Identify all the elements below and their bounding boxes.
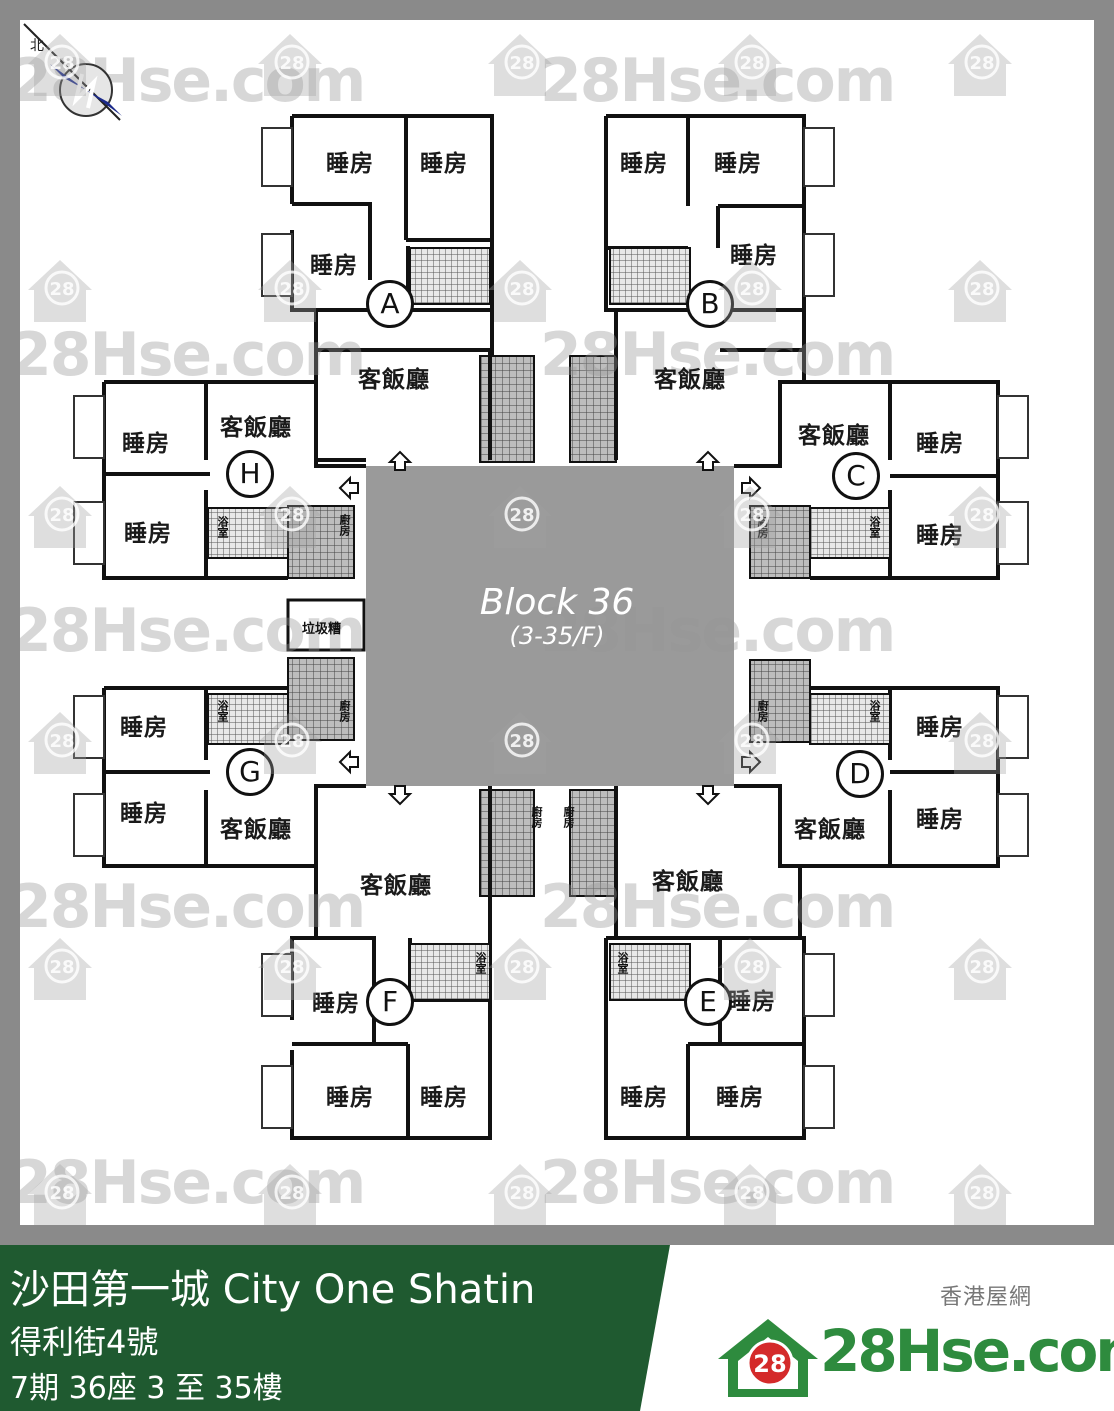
room-label-bedroom: 睡房 xyxy=(326,151,374,177)
unit-badge-h: H xyxy=(226,450,274,498)
room-label-bedroom: 睡房 xyxy=(916,715,964,741)
north-compass-icon: 北 xyxy=(23,23,122,121)
room-label-bedroom: 睡房 xyxy=(310,253,358,279)
floor-plan-frame: 28Hse.com 28Hse.com 28Hse.com 28Hse.com … xyxy=(20,20,1094,1225)
refuse-chute-label: 垃圾糟 xyxy=(302,622,342,637)
brand-chinese-name: 香港屋網 xyxy=(940,1285,1033,1310)
unit-f-outline xyxy=(290,786,492,1140)
room-label-bedroom: 睡房 xyxy=(122,431,170,457)
footer: 沙田第一城 City One Shatin 得利街4號 7期 36座 3 至 3… xyxy=(0,1245,1114,1411)
brand-name: 28Hse.com xyxy=(820,1317,1114,1385)
room-label-bedroom: 睡房 xyxy=(120,715,168,741)
room-label-bedroom: 睡房 xyxy=(326,1085,374,1111)
house-logo-icon: 28 xyxy=(718,1319,818,1397)
room-label-kitchen: 廚房 xyxy=(338,514,351,536)
property-address: 得利街4號 xyxy=(10,1323,159,1361)
room-label-living-dining: 客飯廳 xyxy=(220,415,292,441)
unit-badge-f: F xyxy=(366,978,414,1026)
room-label-living-dining: 客飯廳 xyxy=(794,817,866,843)
room-label-kitchen: 廚房 xyxy=(562,806,575,828)
unit-h-outline xyxy=(102,380,366,580)
room-label-bedroom: 睡房 xyxy=(714,151,762,177)
brand-badge-text: 28 xyxy=(753,1350,786,1378)
room-label-kitchen: 廚房 xyxy=(756,700,769,722)
room-label-living-dining: 客飯廳 xyxy=(654,367,726,393)
room-label-bathroom: 浴室 xyxy=(868,700,881,722)
room-label-bedroom: 睡房 xyxy=(312,991,360,1017)
block-floors: (3-35/F) xyxy=(509,622,605,650)
unit-badge-d: D xyxy=(836,750,884,798)
room-label-bedroom: 睡房 xyxy=(916,523,964,549)
room-label-bedroom: 睡房 xyxy=(124,521,172,547)
room-label-bathroom: 浴室 xyxy=(216,516,229,538)
property-title: 沙田第一城 City One Shatin xyxy=(10,1267,536,1313)
room-label-bedroom: 睡房 xyxy=(120,801,168,827)
room-label-kitchen: 廚房 xyxy=(756,516,769,538)
unit-badge-e: E xyxy=(684,978,732,1026)
unit-c-outline xyxy=(734,380,1000,580)
entry-arrows xyxy=(338,450,762,806)
room-label-bathroom: 浴室 xyxy=(616,952,629,974)
room-label-bedroom: 睡房 xyxy=(730,243,778,269)
room-label-living-dining: 客飯廳 xyxy=(358,367,430,393)
footer-info-band: 沙田第一城 City One Shatin 得利街4號 7期 36座 3 至 3… xyxy=(0,1245,670,1411)
room-label-bedroom: 睡房 xyxy=(716,1085,764,1111)
room-label-kitchen: 廚房 xyxy=(338,700,351,722)
room-label-living-dining: 客飯廳 xyxy=(220,817,292,843)
room-label-bedroom: 睡房 xyxy=(728,989,776,1015)
room-label-bathroom: 浴室 xyxy=(868,516,881,538)
room-label-bedroom: 睡房 xyxy=(620,151,668,177)
unit-badge-b: B xyxy=(686,280,734,328)
room-label-bedroom: 睡房 xyxy=(420,151,468,177)
room-label-kitchen: 廚房 xyxy=(530,806,543,828)
room-label-bedroom: 睡房 xyxy=(916,807,964,833)
room-label-bedroom: 睡房 xyxy=(916,431,964,457)
unit-b-outline xyxy=(604,114,806,460)
unit-badge-g: G xyxy=(226,748,274,796)
unit-badge-a: A xyxy=(366,280,414,328)
compass-letter: 北 xyxy=(30,38,44,54)
room-label-bathroom: 浴室 xyxy=(216,700,229,722)
block-name: Block 36 xyxy=(479,582,635,623)
room-label-living-dining: 客飯廳 xyxy=(798,423,870,449)
property-block-info: 7期 36座 3 至 35樓 xyxy=(10,1371,283,1406)
room-label-living-dining: 客飯廳 xyxy=(652,869,724,895)
room-label-bedroom: 睡房 xyxy=(420,1085,468,1111)
room-label-bathroom: 浴室 xyxy=(474,952,487,974)
unit-badge-c: C xyxy=(832,452,880,500)
room-label-bedroom: 睡房 xyxy=(620,1085,668,1111)
room-label-living-dining: 客飯廳 xyxy=(360,873,432,899)
floor-plan: 28Hse.com 28Hse.com 28Hse.com 28Hse.com … xyxy=(20,20,1094,1225)
building-core xyxy=(366,466,734,786)
